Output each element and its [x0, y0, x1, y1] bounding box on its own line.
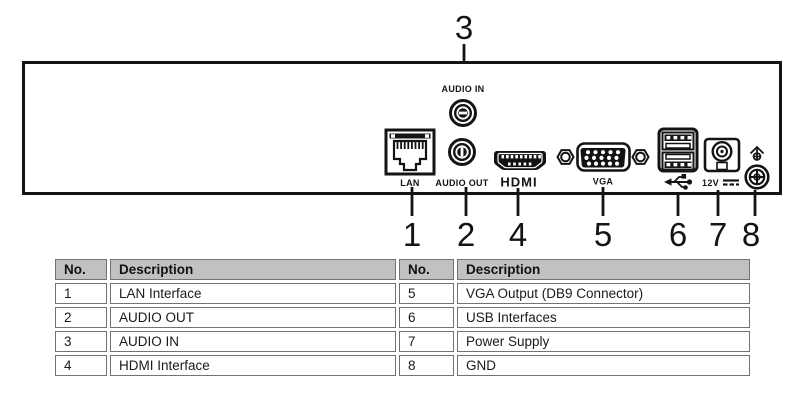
rca-audio-out-jack-icon [448, 138, 476, 166]
hdmi-logo-label: HDMI [500, 175, 537, 190]
table-row: 3 AUDIO IN 7 Power Supply [55, 331, 750, 352]
cell-no: 4 [55, 355, 107, 376]
table-row: 2 AUDIO OUT 6 USB Interfaces [55, 307, 750, 328]
usb-trident-icon [664, 174, 693, 190]
table-header-row: No. Description No. Description [55, 259, 750, 280]
cell-no: 6 [399, 307, 454, 328]
panel-outline [22, 61, 782, 195]
cell-no: 5 [399, 283, 454, 304]
usb-dual-port-icon [657, 127, 699, 173]
cell-description: HDMI Interface [110, 355, 396, 376]
callout-1: 1 [403, 216, 421, 253]
callout-leader-lines [410, 187, 757, 216]
col-header-description-right: Description [457, 259, 750, 280]
lan-label: LAN [400, 178, 419, 188]
cell-description: USB Interfaces [457, 307, 750, 328]
power-voltage-label: 12V [702, 178, 719, 188]
interface-table: No. Description No. Description 1 LAN In… [52, 256, 753, 379]
audio-in-label: AUDIO IN [442, 84, 485, 94]
audio-out-label: AUDIO OUT [435, 178, 488, 188]
callout-3: 3 [455, 9, 473, 46]
cell-no: 8 [399, 355, 454, 376]
callout-8: 8 [742, 216, 760, 253]
callout-2: 2 [457, 216, 475, 253]
cell-no: 7 [399, 331, 454, 352]
cell-description: VGA Output (DB9 Connector) [457, 283, 750, 304]
cell-description: AUDIO OUT [110, 307, 396, 328]
cell-description: AUDIO IN [110, 331, 396, 352]
col-header-description-left: Description [110, 259, 396, 280]
cell-description: Power Supply [457, 331, 750, 352]
callout-6: 6 [669, 216, 687, 253]
callout-4: 4 [509, 216, 527, 253]
interface-table-container: No. Description No. Description 1 LAN In… [52, 256, 753, 379]
vga-db15-port-icon [556, 142, 650, 172]
callout-5: 5 [594, 216, 612, 253]
cell-description: LAN Interface [110, 283, 396, 304]
dc-voltage-icon [723, 179, 739, 186]
ground-screw-icon [744, 164, 770, 190]
dc-power-jack-icon [703, 137, 741, 173]
hdmi-port-icon [494, 151, 546, 170]
rj45-lan-port-icon [384, 128, 436, 176]
rca-audio-in-jack-icon [449, 99, 477, 127]
earth-ground-icon [749, 145, 765, 161]
callout-7: 7 [709, 216, 727, 253]
cell-no: 2 [55, 307, 107, 328]
col-header-no-right: No. [399, 259, 454, 280]
col-header-no-left: No. [55, 259, 107, 280]
vga-label: VGA [593, 177, 614, 187]
table-row: 1 LAN Interface 5 VGA Output (DB9 Connec… [55, 283, 750, 304]
table-row: 4 HDMI Interface 8 GND [55, 355, 750, 376]
cell-description: GND [457, 355, 750, 376]
cell-no: 3 [55, 331, 107, 352]
cell-no: 1 [55, 283, 107, 304]
rear-panel-diagram: 3 LAN [22, 9, 782, 253]
